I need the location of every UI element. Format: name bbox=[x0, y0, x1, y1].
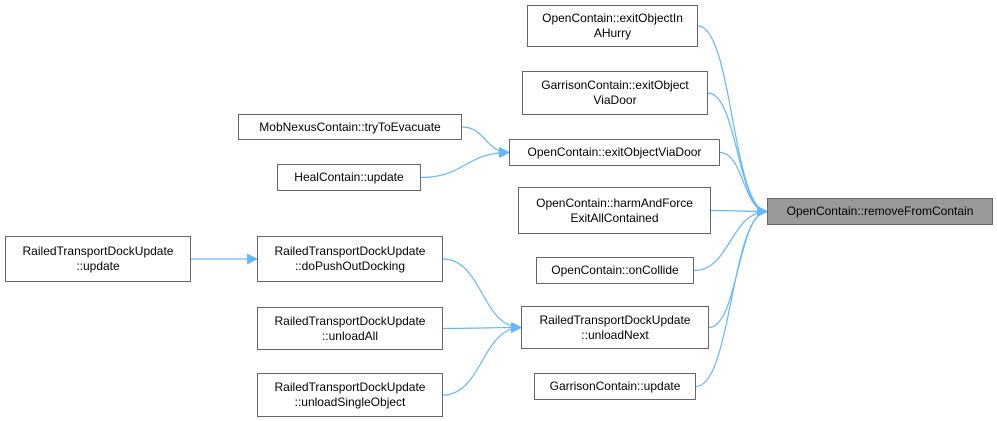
node-label-line-2: ::update bbox=[76, 259, 120, 273]
edge-open_exit_object_via_door-to-remove_from_contain bbox=[719, 151, 769, 217]
node-label-line-1: OpenContain::exitObjectIn bbox=[542, 11, 683, 25]
node-label-line-1: HealContain::update bbox=[294, 170, 404, 184]
node-exit-object-in-a-hurry[interactable]: OpenContain::exitObjectIn AHurry bbox=[527, 5, 698, 47]
node-label-line-1: OpenContain::harmAndForce bbox=[536, 195, 693, 210]
edge-harm_and_force_exit-to-remove_from_contain bbox=[710, 205, 769, 217]
node-heal-contain-update[interactable]: HealContain::update bbox=[277, 164, 421, 191]
node-label-line-1: RailedTransportDockUpdate bbox=[539, 312, 691, 327]
node-harm-and-force-exit[interactable]: OpenContain::harmAndForce ExitAllContain… bbox=[518, 187, 711, 234]
edge-exit_object_in_a_hurry-to-remove_from_contain bbox=[697, 25, 769, 217]
node-label-line-1: RailedTransportDockUpdate bbox=[274, 313, 426, 328]
node-railed-update[interactable]: RailedTransportDockUpdate ::update bbox=[5, 236, 191, 282]
node-label-line-1: RailedTransportDockUpdate bbox=[22, 244, 174, 258]
node-label-line-2: ::unloadAll bbox=[321, 328, 379, 343]
node-do-push-out-docking[interactable]: RailedTransportDockUpdate ::doPushOutDoc… bbox=[257, 236, 443, 282]
edge-unload_single_object-to-unload_next bbox=[442, 322, 523, 396]
node-label-line-2: ::unloadNext bbox=[581, 327, 649, 342]
node-unload-next[interactable]: RailedTransportDockUpdate ::unloadNext bbox=[521, 306, 709, 349]
node-label-line-2: ::unloadSingleObject bbox=[294, 395, 406, 409]
node-remove-from-contain: OpenContain::removeFromContain bbox=[767, 198, 993, 225]
edge-layer bbox=[191, 25, 769, 396]
node-garrison-update[interactable]: GarrisonContain::update bbox=[534, 373, 696, 400]
node-label-line-1: OpenContain::exitObjectViaDoor bbox=[527, 145, 702, 159]
node-mob-nexus-try-to-evacuate[interactable]: MobNexusContain::tryToEvacuate bbox=[238, 114, 462, 140]
node-label-line-1: RailedTransportDockUpdate bbox=[274, 380, 426, 394]
node-open-exit-object-via-door[interactable]: OpenContain::exitObjectViaDoor bbox=[509, 139, 720, 166]
node-garrison-exit-object-via-door[interactable]: GarrisonContain::exitObject ViaDoor bbox=[522, 71, 708, 115]
edge-garrison_update-to-remove_from_contain bbox=[695, 206, 769, 388]
node-label-line-1: OpenContain::removeFromContain bbox=[786, 204, 974, 218]
node-label-line-1: OpenContain::onCollide bbox=[551, 263, 679, 277]
node-label-line-1: GarrisonContain::update bbox=[549, 379, 681, 393]
node-unload-single-object[interactable]: RailedTransportDockUpdate ::unloadSingle… bbox=[257, 373, 443, 417]
node-label-line-1: RailedTransportDockUpdate bbox=[274, 244, 426, 258]
edge-on_collide-to-remove_from_contain bbox=[693, 206, 769, 272]
node-unload-all[interactable]: RailedTransportDockUpdate ::unloadAll bbox=[257, 307, 443, 350]
node-label-line-1: MobNexusContain::tryToEvacuate bbox=[259, 119, 441, 134]
node-label-line-2: ::doPushOutDocking bbox=[294, 259, 406, 273]
node-on-collide[interactable]: OpenContain::onCollide bbox=[536, 257, 694, 284]
node-label-line-2: AHurry bbox=[593, 26, 632, 40]
node-label-line-1: GarrisonContain::exitObject bbox=[541, 78, 689, 92]
edge-do_push_out_docking-to-unload_next bbox=[442, 258, 523, 333]
node-label-line-2: ExitAllContained bbox=[570, 210, 659, 225]
edge-unload_all-to-unload_next bbox=[442, 322, 523, 334]
edge-mob_nexus_try_to_evacuate-to-open_exit_object_via_door bbox=[461, 126, 511, 158]
edge-heal_contain_update-to-open_exit_object_via_door bbox=[420, 147, 511, 179]
node-label-line-2: ViaDoor bbox=[593, 93, 637, 107]
